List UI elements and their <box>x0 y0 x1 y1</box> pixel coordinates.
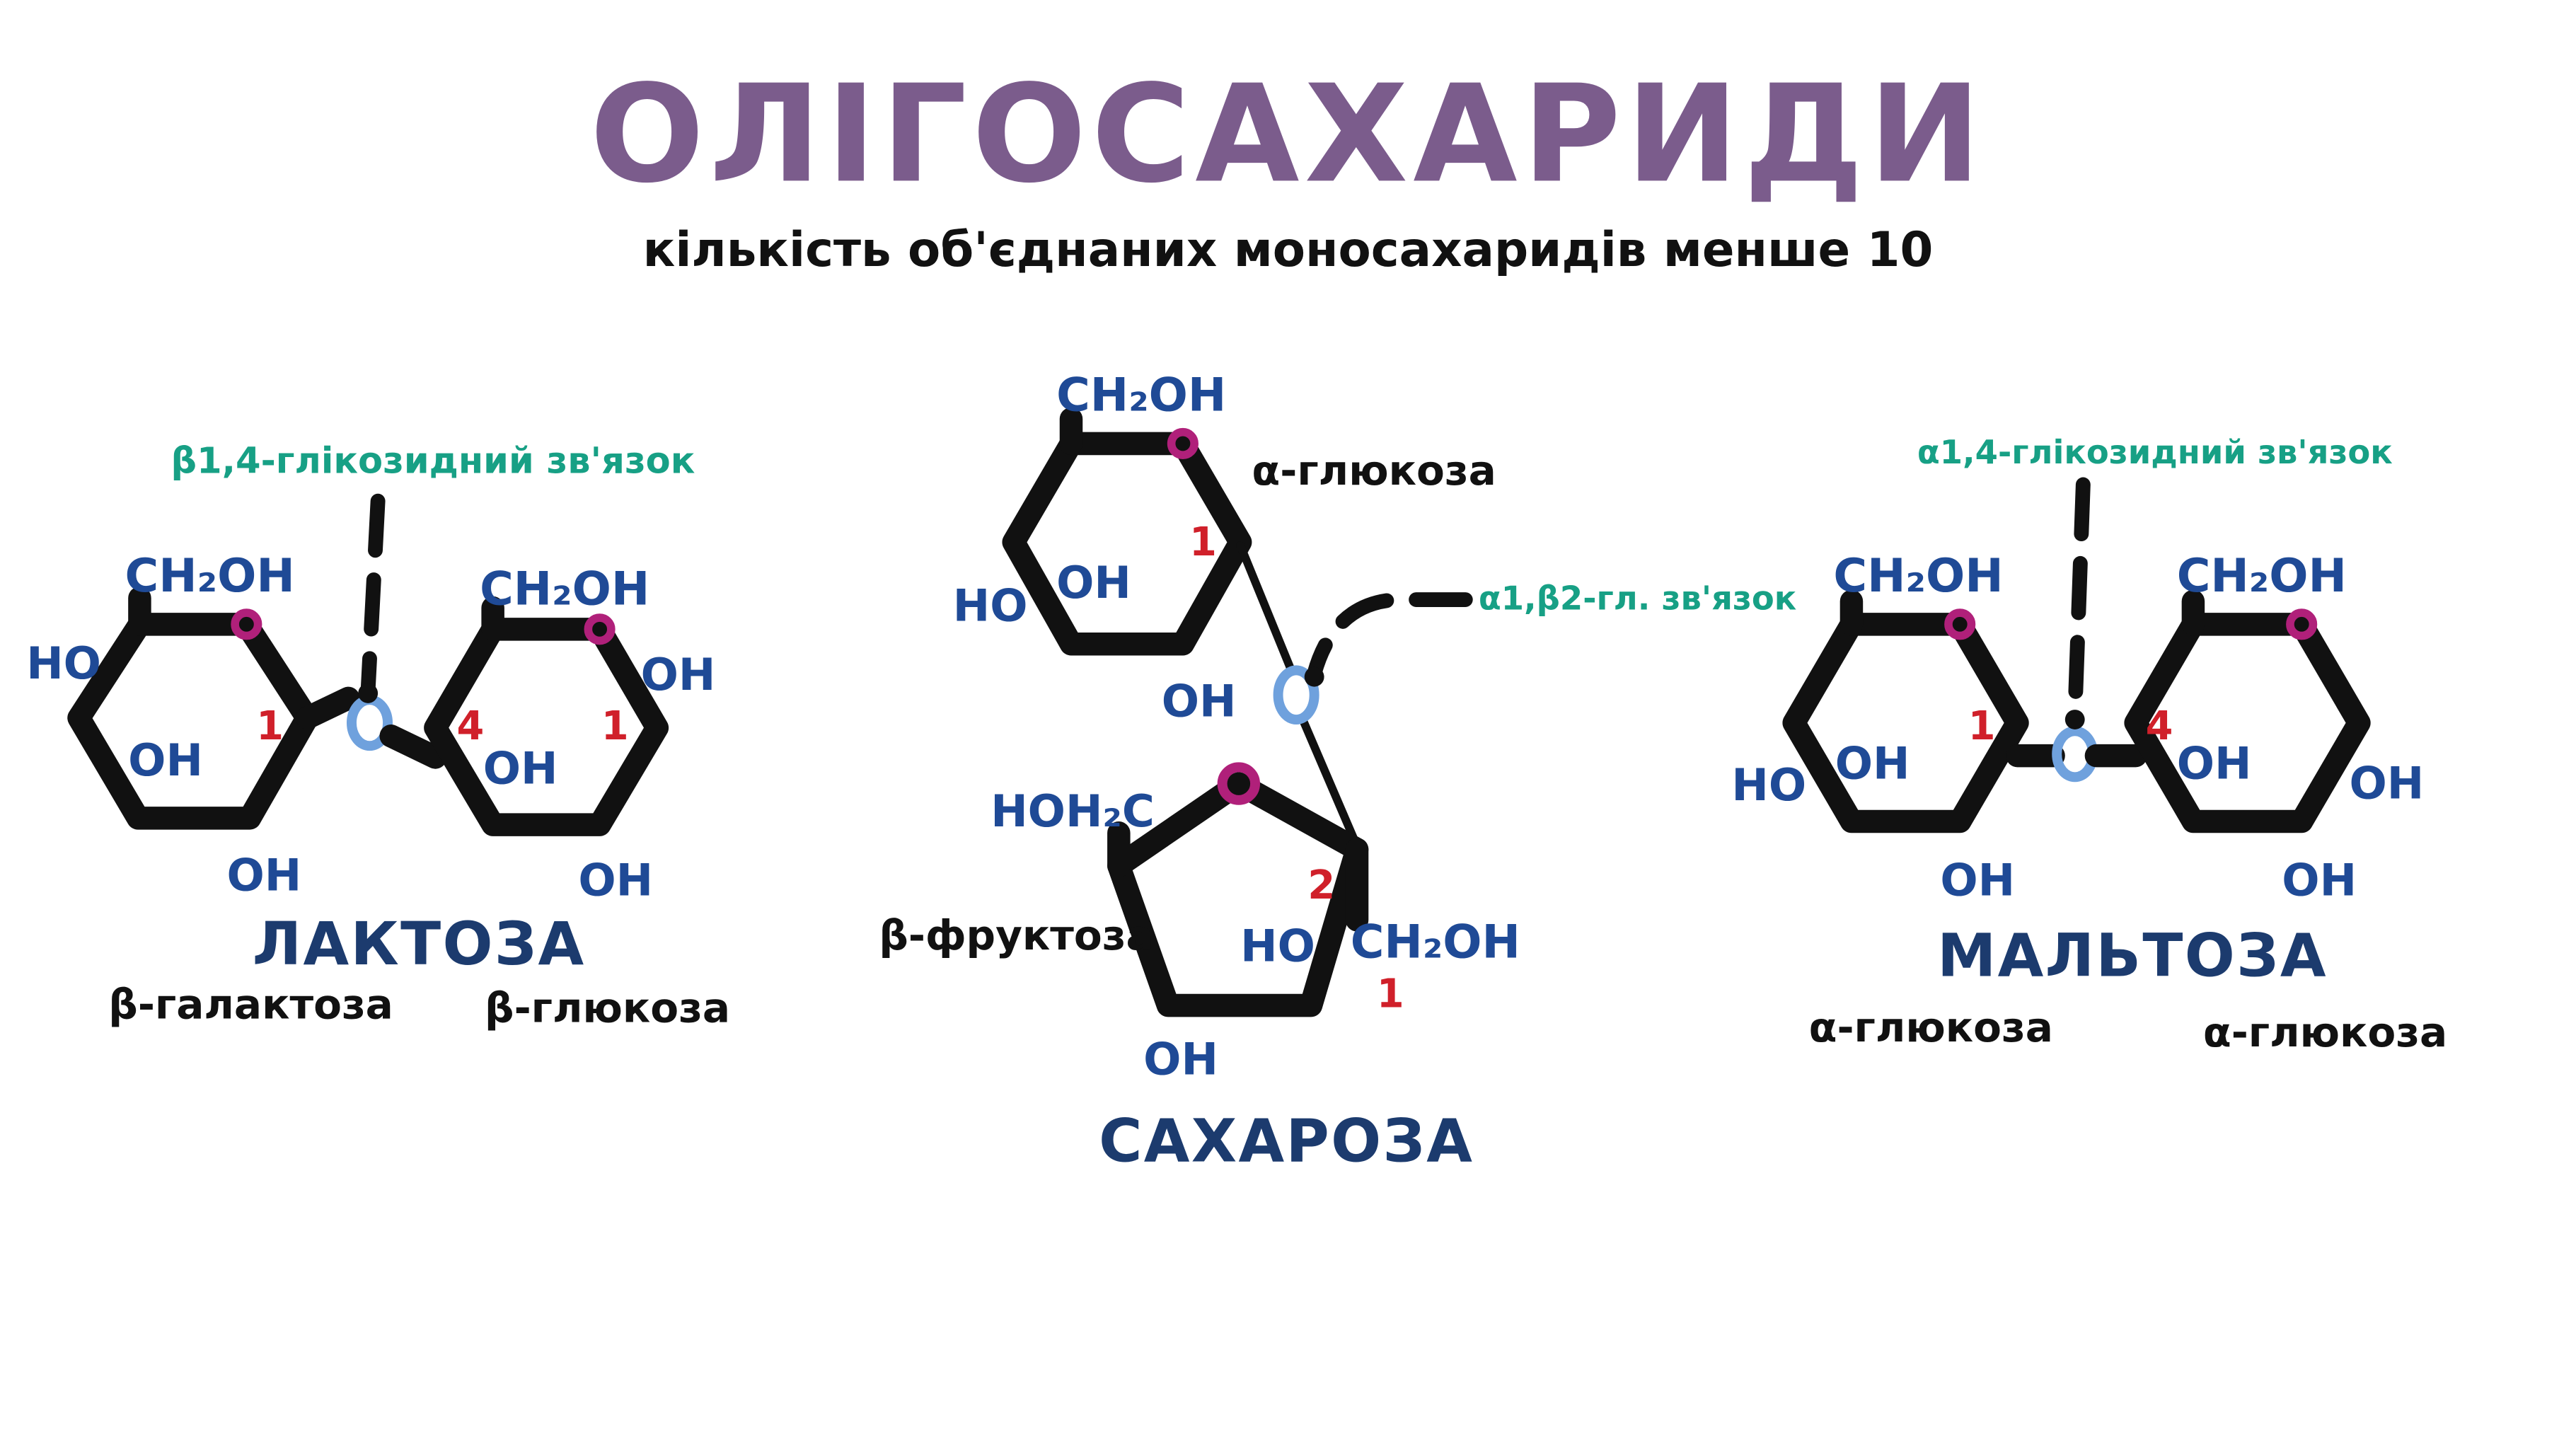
sucrose-fructose-ho: HO <box>1240 920 1315 971</box>
lactose-left-unit: β-галактоза <box>108 981 393 1029</box>
maltose-right-c4-number: 4 <box>2146 703 2173 749</box>
page-title: ОЛІГОСАХАРИДИ <box>590 55 1987 212</box>
lactose-link-pointer-dot <box>358 683 379 703</box>
lactose-galactose-oh-bottom: OH <box>226 850 301 901</box>
lactose-glucose-oh-right: OH <box>641 649 716 700</box>
lactose-glucose-oh-bottom: OH <box>578 854 653 906</box>
lactose-galactose-ring-oxygen <box>231 608 262 640</box>
sucrose-fructose-c1-number: 1 <box>1377 971 1404 1017</box>
maltose-right-ring-oxygen <box>2286 608 2318 640</box>
lactose-galactose-ch2oh: CH₂OH <box>125 550 295 603</box>
maltose-left-ch2oh: CH₂OH <box>1833 550 2003 603</box>
sucrose-fructose-ring <box>1107 772 1369 1017</box>
maltose-link-label: α1,4-глікозидний зв'язок <box>1917 433 2393 471</box>
sucrose-bridge-oxygen <box>1273 665 1319 724</box>
maltose-left-oh-bottom: OH <box>1940 854 2015 906</box>
maltose-left-ho: HO <box>1731 759 1806 811</box>
lactose-right-unit: β-глюкоза <box>485 983 730 1032</box>
lactose-glucose-oh-inner: OH <box>483 743 558 795</box>
sucrose-glucose-ho: HO <box>953 580 1028 632</box>
lactose-structure: β1,4-глікозидний зв'язок CH₂OH HO OH OH … <box>26 441 730 1032</box>
maltose-left-ring <box>1782 613 2029 833</box>
lactose-glucose-c4-number: 4 <box>457 703 485 749</box>
lactose-glucose-ch2oh: CH₂OH <box>480 562 649 616</box>
lactose-galactose-oh-inner: OH <box>128 734 203 786</box>
maltose-right-oh-bottom: OH <box>2282 854 2357 906</box>
sucrose-name: САХАРОЗА <box>1099 1107 1474 1176</box>
sucrose-glucose-unit: α-глюкоза <box>1252 446 1496 495</box>
sucrose-fructose-oh-bottom: OH <box>1143 1034 1218 1085</box>
lactose-galactose-c1-number: 1 <box>256 703 284 749</box>
lactose-galactose-ho: HO <box>26 637 101 689</box>
sucrose-glucose-ring-oxygen <box>1167 427 1199 459</box>
sucrose-fructose-c2-number: 2 <box>1307 862 1335 908</box>
lactose-glucose-ring <box>424 618 669 836</box>
sucrose-structure: α1,β2-гл. зв'язок CH₂OH HO OH OH 1 α-глю… <box>879 369 1796 1175</box>
lactose-name: ЛАКТОЗА <box>253 909 586 978</box>
sucrose-glucose-ring <box>1002 432 1252 656</box>
lactose-glucose-c1-number: 1 <box>601 703 629 749</box>
maltose-right-oh-inner: OH <box>2177 738 2252 790</box>
sucrose-fructose-unit: β-фруктоза <box>879 911 1153 959</box>
lactose-glucose-ring-oxygen <box>584 613 616 645</box>
maltose-left-unit: α-глюкоза <box>1809 1003 2053 1051</box>
sucrose-fructose-c2-link <box>1298 715 1361 850</box>
maltose-right-ring <box>2124 613 2371 833</box>
sucrose-glucose-c1-number: 1 <box>1189 519 1217 565</box>
sucrose-glucose-oh-bottom: OH <box>1162 675 1237 727</box>
sucrose-glucose-oh-inner: OH <box>1056 557 1131 608</box>
maltose-right-oh-right: OH <box>2350 757 2425 809</box>
sucrose-fructose-hoh2c: HOH₂C <box>990 785 1155 837</box>
maltose-left-ring-oxygen <box>1944 608 1976 640</box>
sucrose-glucose-c1-link <box>1236 541 1295 675</box>
sucrose-fructose-ch2oh: CH₂OH <box>1351 916 1520 969</box>
maltose-structure: α1,4-глікозидний зв'язок CH₂OH HO OH OH … <box>1731 433 2447 1056</box>
sucrose-link-pointer-dot <box>1304 666 1324 687</box>
page-subtitle: кількість об'єднаних моносахаридів менше… <box>643 222 1934 277</box>
maltose-name: МАЛЬТОЗА <box>1937 920 2328 990</box>
maltose-left-oh-inner: OH <box>1835 738 1910 790</box>
maltose-link-pointer-dot <box>2064 710 2085 729</box>
sucrose-link-label: α1,β2-гл. зв'язок <box>1479 579 1796 617</box>
sucrose-link-pointer <box>1307 592 1473 681</box>
maltose-left-c1-number: 1 <box>1968 703 1996 749</box>
lactose-glucose-c4-link <box>379 724 447 769</box>
maltose-link-pointer <box>2067 477 2091 722</box>
lactose-galactose-ring <box>67 613 319 830</box>
sucrose-glucose-ch2oh: CH₂OH <box>1056 369 1226 422</box>
maltose-right-ch2oh: CH₂OH <box>2177 550 2347 603</box>
maltose-right-unit: α-глюкоза <box>2203 1008 2447 1056</box>
lactose-link-pointer <box>360 493 386 698</box>
sucrose-fructose-ring-oxygen <box>1217 762 1261 805</box>
lactose-link-label: β1,4-глікозидний зв'язок <box>171 441 695 483</box>
lactose-galactose-c1-link <box>296 686 360 729</box>
